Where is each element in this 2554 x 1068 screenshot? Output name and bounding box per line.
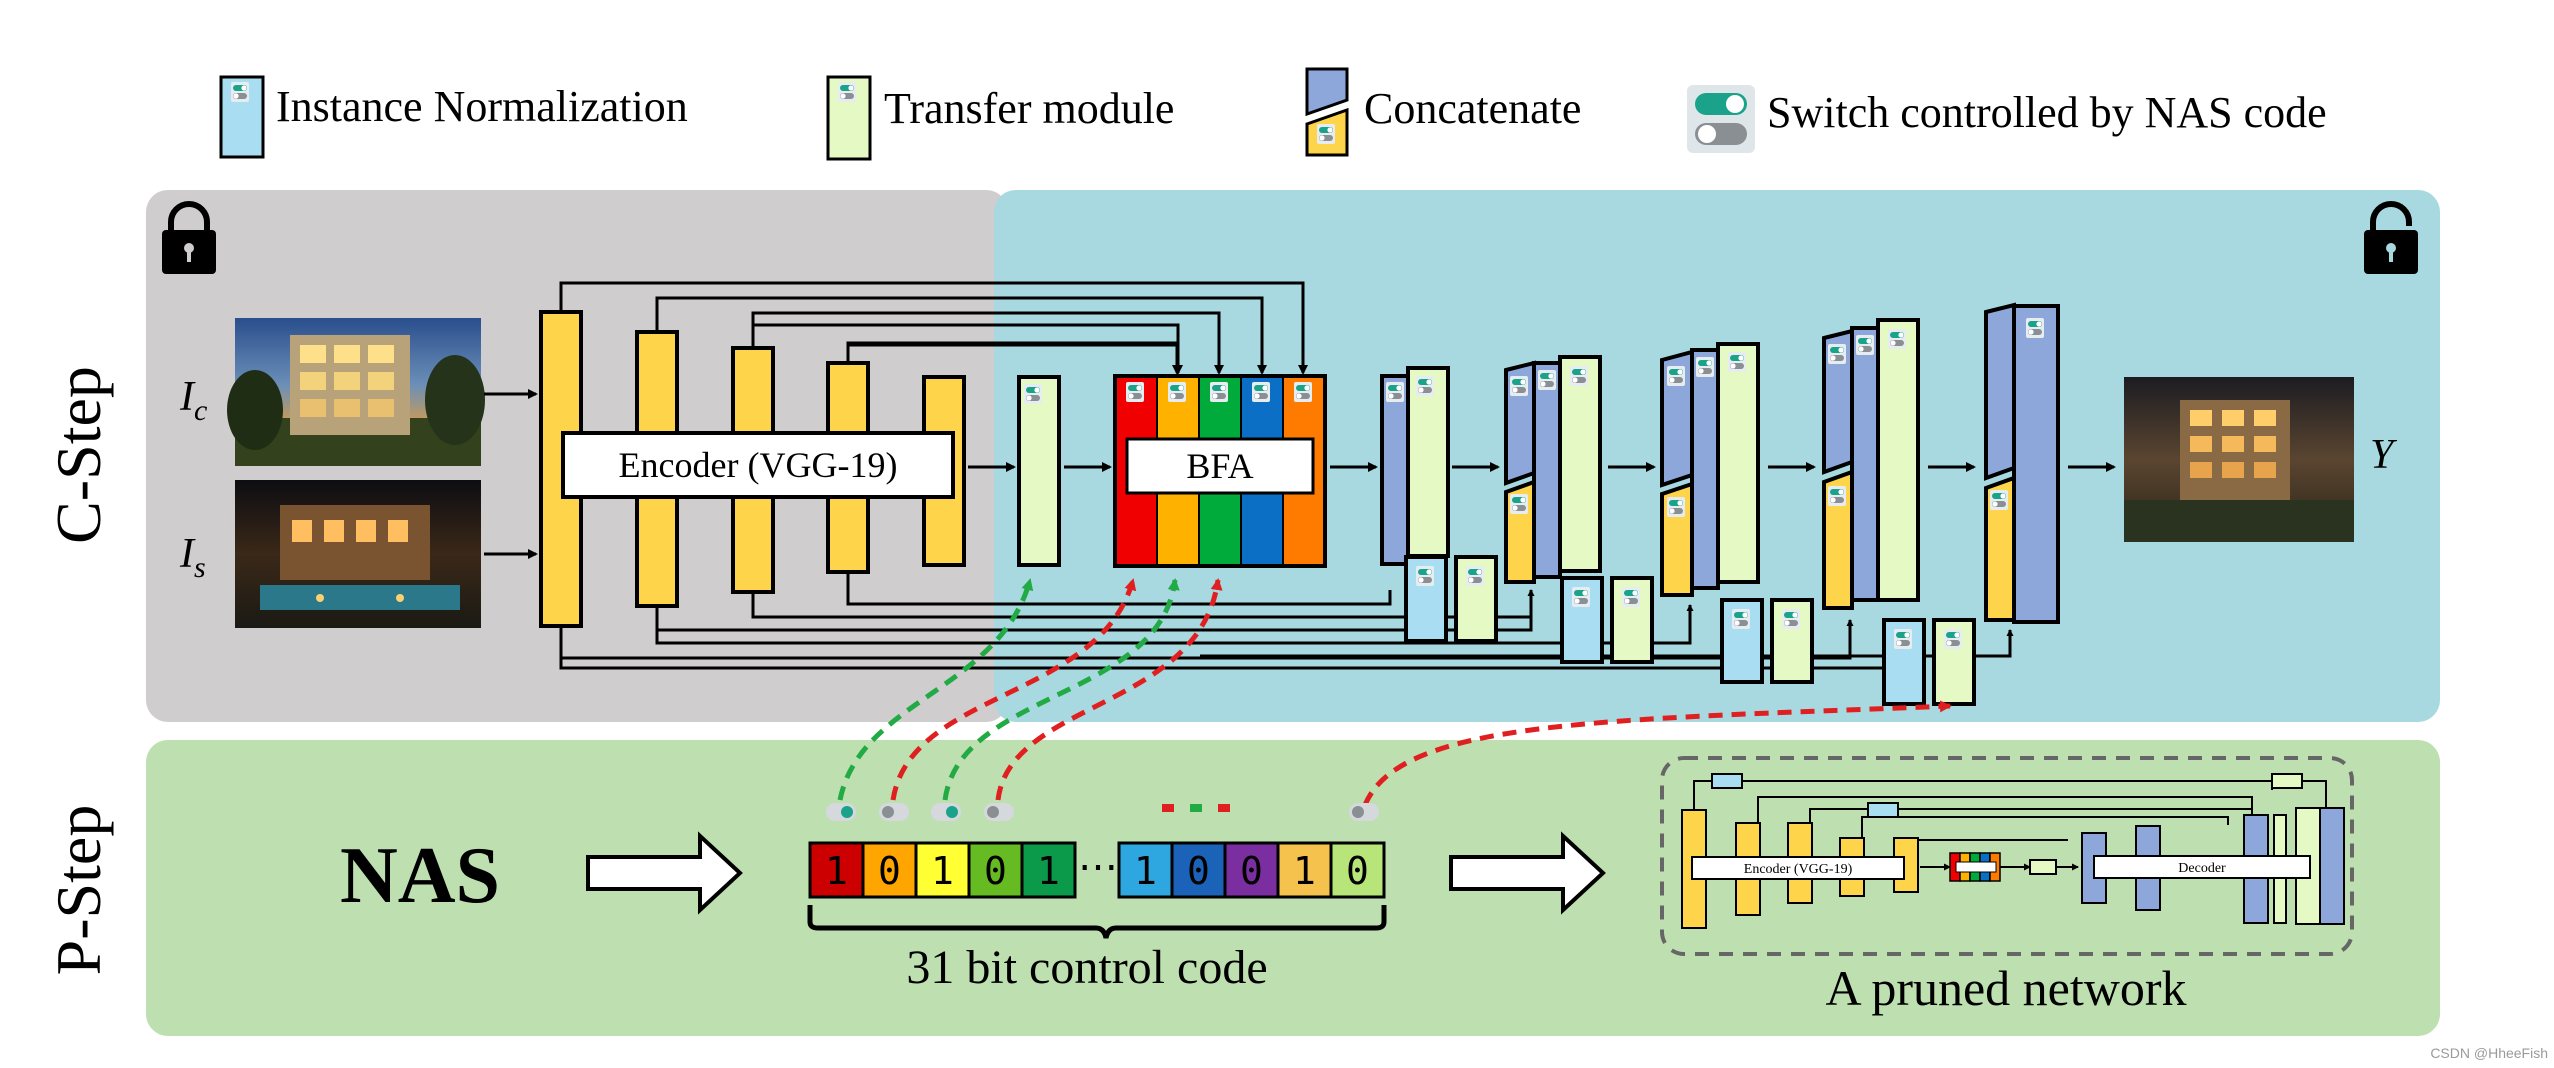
switch-toggle [984, 803, 1014, 821]
decoder-stage-3 [1660, 342, 1816, 684]
legend-transfer-module: Transfer module [826, 75, 1174, 161]
mini-decoder-label: Decoder [2178, 861, 2226, 876]
switch-icon [1024, 384, 1042, 404]
code-brace [807, 905, 1387, 939]
legend-instance-label: Instance Normalization [276, 82, 688, 131]
switch-icon [1126, 382, 1144, 402]
legend-transfer-label: Transfer module [884, 84, 1174, 133]
code-ellipsis: ⋯ [1078, 844, 1118, 889]
decoder [1380, 302, 2116, 706]
bit-value: 0 [984, 849, 1007, 893]
switch-icon [838, 82, 856, 102]
pruned-caption: A pruned network [1825, 960, 2186, 1016]
lock-icon [162, 201, 216, 274]
switch-icon [1294, 382, 1312, 402]
switch-toggle [826, 803, 856, 821]
switch-toggle [931, 803, 961, 821]
output-image [2124, 377, 2354, 542]
c-step-label: C-Step [43, 366, 114, 544]
switch-toggle [879, 803, 909, 821]
switch-icon [1317, 124, 1335, 144]
switch-icon [1210, 382, 1228, 402]
switch-icon [1168, 382, 1186, 402]
switch-icon [1570, 366, 1588, 386]
legend-switch-label: Switch controlled by NAS code [1767, 88, 2327, 137]
bit-value: 0 [1240, 849, 1263, 893]
red-dots [1162, 804, 1230, 812]
bfa-block: BFA [1113, 374, 1327, 568]
transfer-block [1770, 598, 1814, 684]
nas-arrow [586, 831, 743, 915]
encoder-label: Encoder (VGG-19) [619, 445, 898, 485]
legend-instance-normalization: Instance Normalization [219, 75, 688, 159]
legend: Instance Normalization Transfer module C… [219, 67, 2327, 161]
bit-cell [1329, 841, 1386, 899]
legend-switch: Switch controlled by NAS code [1687, 85, 2327, 153]
nas-label: NAS [340, 832, 500, 920]
mini-encoder-label: Encoder (VGG-19) [1744, 862, 1853, 877]
concat-top-swatch [1305, 67, 1349, 117]
decoder-stage-5 [1984, 302, 2116, 624]
bfa-label: BFA [1186, 446, 1253, 486]
switch-icon [231, 82, 249, 102]
style-image [235, 480, 481, 628]
style-image-label: Is [179, 531, 206, 584]
skip-connections [559, 281, 2014, 670]
nas-control-arrows [837, 578, 1952, 806]
output-label: Y [2370, 432, 2398, 478]
watermark: CSDN @HheeFish [2430, 1045, 2548, 1061]
code-caption: 31 bit control code [906, 941, 1267, 994]
switch-icon [2026, 318, 2044, 338]
unlock-icon [2364, 201, 2418, 274]
decoder-stage-1 [1380, 366, 1500, 643]
switch-icon [1252, 382, 1270, 402]
bit-value: 0 [1187, 849, 1210, 893]
transfer-block [1610, 576, 1654, 664]
pruned-network: Encoder (VGG-19) Decoder [1660, 756, 2354, 956]
transfer-module [1017, 375, 1061, 567]
decoder-stage-2 [1504, 355, 1656, 664]
legend-concatenate: Concatenate [1305, 67, 1581, 157]
bit-cell [861, 841, 918, 899]
instance-norm-block [1720, 598, 1764, 684]
switch-icon [1416, 376, 1434, 396]
content-image-label: Ic [179, 374, 207, 427]
bit-cell [967, 841, 1024, 899]
bit-value: 0 [1346, 849, 1369, 893]
encoder [539, 310, 966, 628]
bit-value: 1 [1037, 849, 1060, 893]
bit-value: 1 [1293, 849, 1316, 893]
prune-arrow [1449, 831, 1606, 915]
bit-value: 0 [878, 849, 901, 893]
decoder-stage-4 [1822, 318, 1976, 706]
bit-cell [1020, 841, 1077, 899]
bit-cell [1276, 841, 1333, 899]
transfer-block [1932, 618, 1976, 706]
p-step-label: P-Step [43, 805, 114, 976]
switch-icon [1888, 329, 1906, 349]
bit-cell [1170, 841, 1227, 899]
legend-concat-label: Concatenate [1364, 84, 1581, 133]
switch-toggle [1349, 803, 1379, 821]
switch-icon [1728, 352, 1746, 372]
bit-value: 1 [931, 849, 954, 893]
bit-value: 1 [1134, 849, 1157, 893]
bit-switches [826, 803, 1379, 821]
content-image [227, 318, 485, 466]
encoder-box [561, 431, 955, 499]
bit-value: 1 [825, 849, 848, 893]
